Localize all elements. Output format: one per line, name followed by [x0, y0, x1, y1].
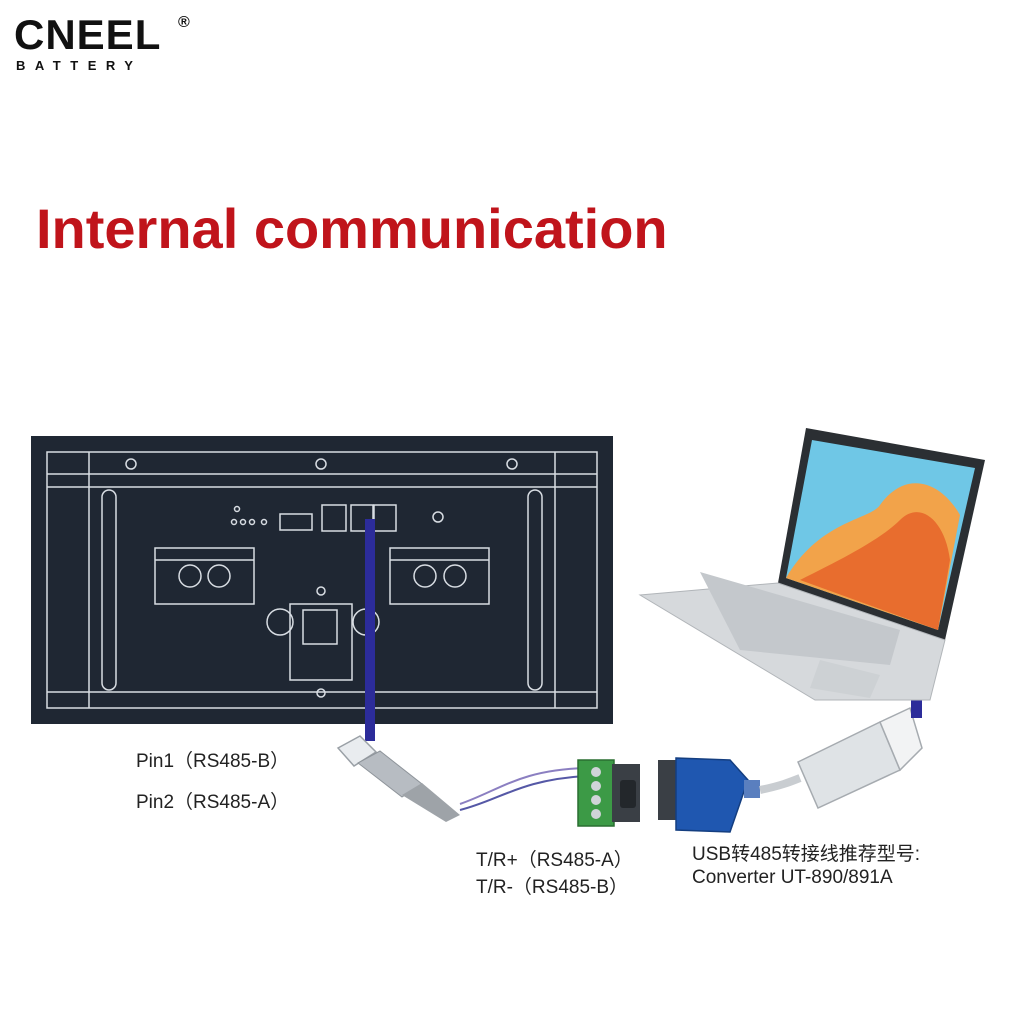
usb-485-converter [658, 757, 760, 833]
pin2-label: Pin2（RS485-A） [136, 792, 290, 813]
pin1-label: Pin1（RS485-B） [136, 751, 290, 772]
converter-cn-label: USB转485转接线推荐型号: [692, 844, 921, 865]
battery-signal-wire [365, 519, 375, 741]
converter-model-label: Converter UT-890/891A [692, 867, 893, 888]
logo-tagline: BATTERY [16, 58, 143, 73]
terminal-block-adapter [577, 759, 640, 827]
battery-front-panel [31, 436, 613, 724]
usb-cable [759, 706, 923, 810]
logo-brand-text: CNEEL [14, 11, 162, 58]
rj45-cable [336, 735, 586, 822]
brand-logo: CNEEL ® BATTERY [14, 14, 194, 74]
laptop [638, 428, 985, 701]
tr-plus-label: T/R+（RS485-A） [476, 850, 633, 871]
tr-minus-label: T/R-（RS485-B） [476, 877, 629, 898]
page-title: Internal communication [36, 197, 668, 260]
logo-registered-mark: ® [178, 14, 190, 31]
